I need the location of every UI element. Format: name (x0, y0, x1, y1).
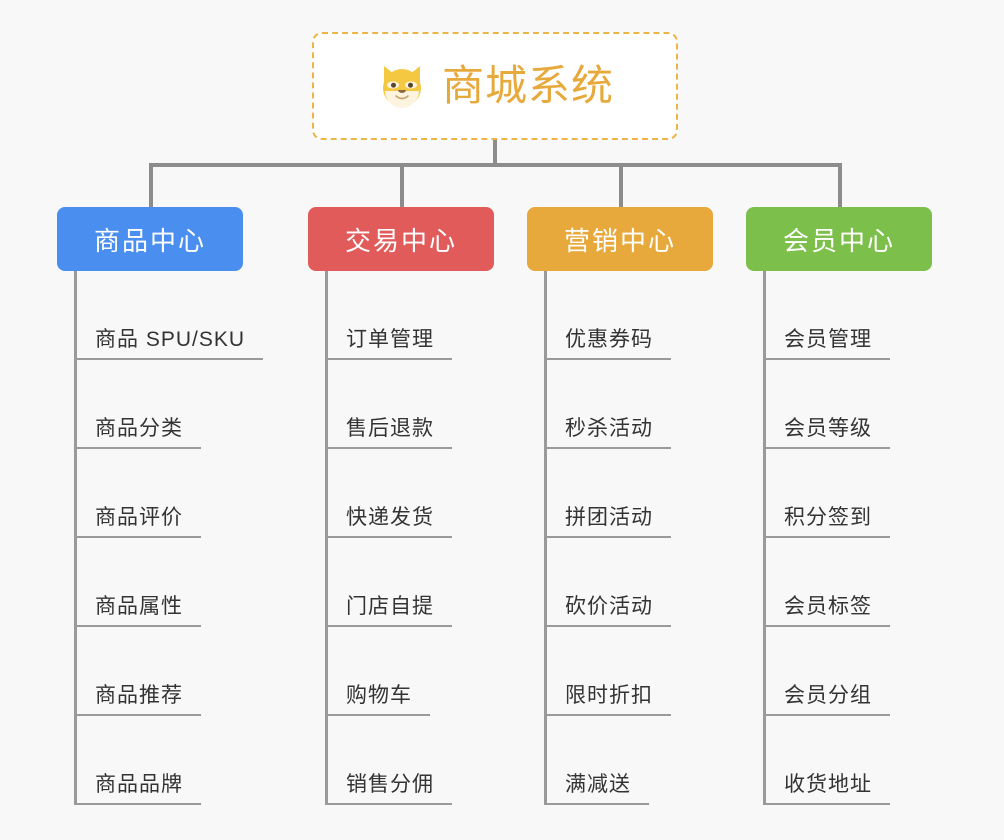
leaf-item-label: 商品 SPU/SKU (95, 327, 246, 351)
connector-stem (493, 140, 497, 166)
root-node[interactable]: 商城系统 (312, 32, 678, 140)
category-header-label: 会员中心 (782, 225, 895, 256)
leaf-item[interactable]: 商品分类 (77, 360, 201, 449)
leaf-item[interactable]: 会员管理 (766, 271, 890, 360)
leaf-item[interactable]: 会员分组 (766, 627, 890, 716)
leaf-item-label: 门店自提 (346, 594, 434, 618)
leaf-item-label: 优惠券码 (565, 327, 653, 351)
leaf-item[interactable]: 积分签到 (766, 449, 890, 538)
category-header-label: 营销中心 (563, 225, 676, 256)
category-column-3: 优惠券码秒杀活动拼团活动砍价活动限时折扣满减送 (544, 271, 764, 805)
leaf-item-label: 商品品牌 (95, 772, 183, 796)
category-column-4: 会员管理会员等级积分签到会员标签会员分组收货地址 (763, 271, 983, 805)
column-trunk (763, 271, 766, 805)
leaf-item[interactable]: 收货地址 (766, 716, 890, 805)
category-header-2[interactable]: 交易中心 (308, 207, 494, 271)
connector-drop-1 (149, 163, 153, 209)
leaf-item[interactable]: 优惠券码 (547, 271, 671, 360)
leaf-item-label: 购物车 (346, 683, 412, 707)
leaf-item-label: 售后退款 (346, 416, 434, 440)
leaf-item[interactable]: 商品 SPU/SKU (77, 271, 264, 360)
leaf-item-label: 收货地址 (784, 772, 872, 796)
leaf-item-label: 商品推荐 (95, 683, 183, 707)
leaf-item-label: 商品分类 (95, 416, 183, 440)
shiba-dog-face-icon (376, 60, 428, 112)
leaf-item[interactable]: 商品评价 (77, 449, 201, 538)
category-header-label: 交易中心 (344, 225, 457, 256)
leaf-item[interactable]: 会员标签 (766, 538, 890, 627)
leaf-item-label: 秒杀活动 (565, 416, 653, 440)
connector-drop-4 (838, 163, 842, 209)
leaf-item-label: 会员分组 (784, 683, 872, 707)
leaf-item[interactable]: 售后退款 (328, 360, 452, 449)
leaf-item[interactable]: 商品属性 (77, 538, 201, 627)
root-title: 商城系统 (441, 62, 614, 109)
leaf-item-label: 会员等级 (784, 416, 872, 440)
column-trunk (325, 271, 328, 805)
leaf-item[interactable]: 销售分佣 (328, 716, 452, 805)
connector-drop-3 (619, 163, 623, 209)
leaf-item-label: 砍价活动 (565, 594, 653, 618)
category-header-label: 商品中心 (93, 225, 206, 256)
column-trunk (544, 271, 547, 805)
category-header-3[interactable]: 营销中心 (527, 207, 713, 271)
leaf-item[interactable]: 购物车 (328, 627, 430, 716)
leaf-item[interactable]: 商品推荐 (77, 627, 201, 716)
leaf-item[interactable]: 订单管理 (328, 271, 452, 360)
category-header-4[interactable]: 会员中心 (746, 207, 932, 271)
leaf-item[interactable]: 满减送 (547, 716, 649, 805)
leaf-item-label: 拼团活动 (565, 505, 653, 529)
leaf-item-label: 订单管理 (346, 327, 434, 351)
column-trunk (74, 271, 77, 805)
category-column-1: 商品 SPU/SKU 商品分类商品评价商品属性商品推荐商品品牌 (74, 271, 294, 805)
leaf-item[interactable]: 砍价活动 (547, 538, 671, 627)
leaf-item-label: 积分签到 (784, 505, 872, 529)
leaf-item[interactable]: 快递发货 (328, 449, 452, 538)
connector-bus (149, 163, 841, 167)
category-header-1[interactable]: 商品中心 (57, 207, 243, 271)
leaf-item-label: 销售分佣 (346, 772, 434, 796)
leaf-item[interactable]: 门店自提 (328, 538, 452, 627)
connector-drop-2 (400, 163, 404, 209)
leaf-item[interactable]: 秒杀活动 (547, 360, 671, 449)
leaf-item-label: 商品评价 (95, 505, 183, 529)
leaf-item-label: 满减送 (565, 772, 631, 796)
leaf-item[interactable]: 限时折扣 (547, 627, 671, 716)
leaf-item-label: 限时折扣 (565, 683, 653, 707)
leaf-item[interactable]: 商品品牌 (77, 716, 201, 805)
leaf-item-label: 快递发货 (346, 505, 434, 529)
leaf-item-label: 会员管理 (784, 327, 872, 351)
category-column-2: 订单管理售后退款快递发货门店自提购物车销售分佣 (325, 271, 545, 805)
leaf-item[interactable]: 拼团活动 (547, 449, 671, 538)
leaf-item-label: 会员标签 (784, 594, 872, 618)
leaf-item[interactable]: 会员等级 (766, 360, 890, 449)
leaf-item-label: 商品属性 (95, 594, 183, 618)
